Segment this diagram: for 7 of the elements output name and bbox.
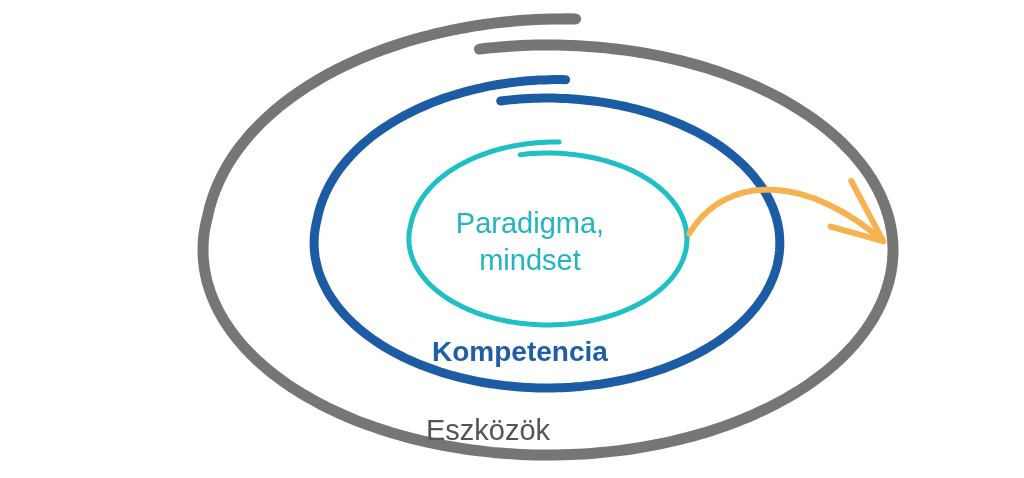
outer-ring (197, 13, 899, 461)
ring-label: Kompetencia (432, 337, 608, 366)
inner-ring (406, 139, 690, 328)
ring-label: Eszközök (425, 416, 550, 446)
ring-label: Paradigma, mindset (455, 206, 605, 278)
curved-arrow (686, 177, 887, 245)
middle-ring (309, 75, 785, 393)
